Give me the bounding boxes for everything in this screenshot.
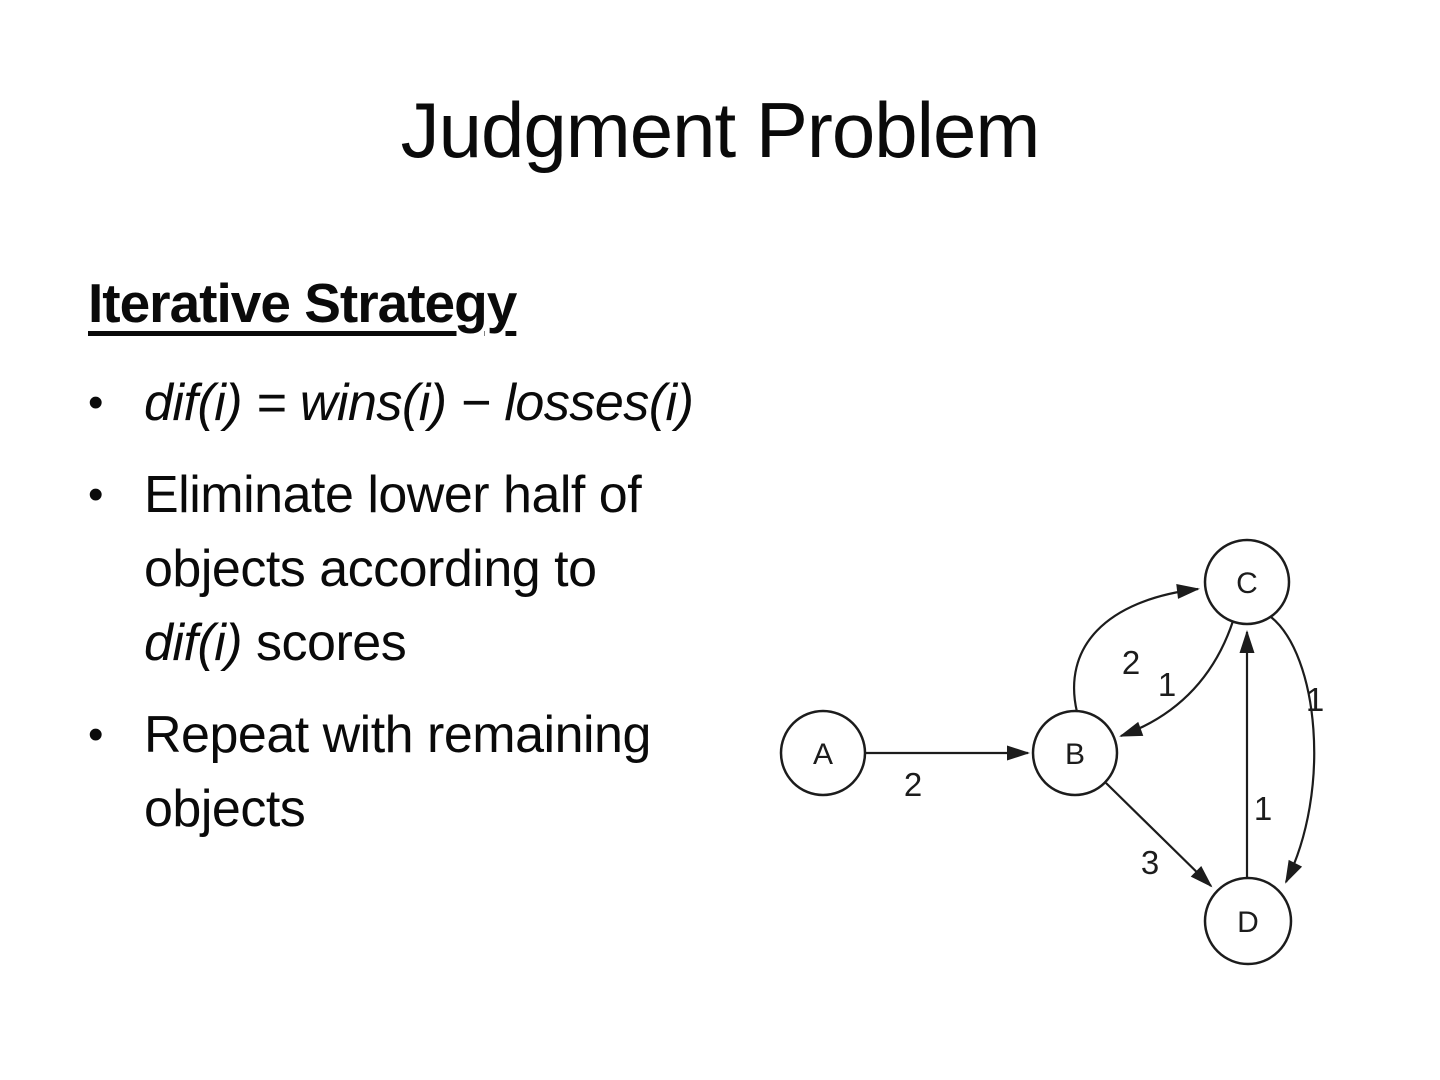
bullet-text-dif-formula: dif(i) = wins(i) − losses(i)	[144, 374, 694, 432]
bullet-line: objects according to	[144, 540, 597, 598]
node-b-circle	[1031, 709, 1119, 797]
edge-weight-d-c: 1	[1254, 790, 1272, 827]
section-heading: Iterative Strategy	[88, 272, 517, 334]
edge-weight-c-d: 1	[1306, 681, 1324, 718]
edge-c-to-d	[1270, 616, 1316, 884]
bullet-line: dif(i) scores	[144, 606, 798, 680]
node-d-circle	[1203, 876, 1293, 966]
bullet-marker: •	[88, 470, 103, 519]
node-a-circle	[779, 709, 867, 797]
bullet-line: objects	[144, 780, 306, 838]
tournament-graph: 2 2 1 3 1 1 A B C D	[750, 500, 1370, 1000]
node-a-label: A	[813, 738, 833, 771]
edge-weight-b-c: 2	[1122, 644, 1140, 681]
bullet-item-repeat: • Repeat with remaining objects	[88, 698, 798, 846]
edge-b-to-c	[1072, 584, 1200, 713]
bullet-marker: •	[88, 378, 103, 427]
bullet-marker: •	[88, 710, 103, 759]
content-column: Iterative Strategy • dif(i) = wins(i) − …	[88, 270, 798, 864]
edge-weight-a-b: 2	[904, 766, 922, 803]
graph-svg: 2 2 1 3 1 1 A B C D	[779, 538, 1324, 966]
bullet-line: Eliminate lower half of	[144, 466, 642, 524]
bullet-line: Repeat with remaining	[144, 706, 651, 764]
slide-title: Judgment Problem	[400, 86, 1041, 174]
bullet-text-repeat: Repeat with remaining objects	[144, 698, 798, 846]
node-c-label: C	[1236, 567, 1258, 600]
bullet-item-dif-formula: • dif(i) = wins(i) − losses(i)	[88, 366, 798, 440]
dif-term: dif(i)	[144, 614, 243, 672]
edge-weight-c-b: 1	[1158, 666, 1176, 703]
bullet-item-eliminate: • Eliminate lower half of objects accord…	[88, 458, 798, 680]
node-d-label: D	[1237, 906, 1259, 939]
scores-text: scores	[242, 614, 407, 672]
node-c-circle	[1203, 538, 1291, 626]
edge-weight-b-d: 3	[1141, 844, 1159, 881]
edge-c-to-b	[1119, 620, 1235, 738]
bullet-text-eliminate: Eliminate lower half of objects accordin…	[144, 458, 798, 680]
node-b-label: B	[1065, 738, 1085, 771]
edge-b-to-d	[1105, 782, 1213, 888]
